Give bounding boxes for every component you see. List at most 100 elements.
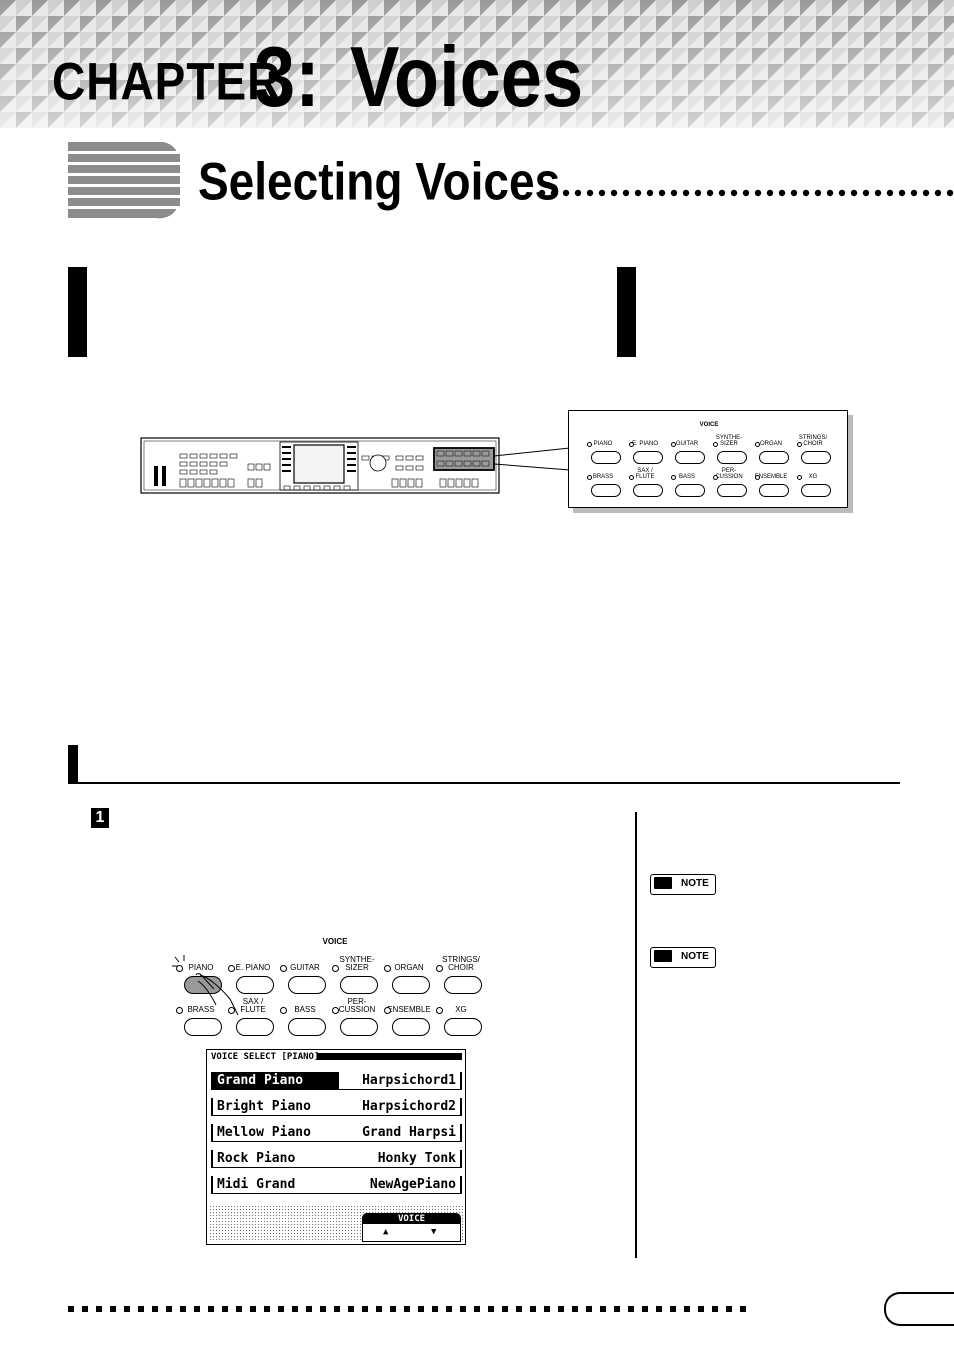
- voice-button[interactable]: [633, 484, 663, 497]
- footer-dotted-rule: [68, 1306, 746, 1312]
- voice-button-label: XG: [455, 1005, 467, 1014]
- lcd-voice-tab[interactable]: VOICE ▲ ▼: [362, 1213, 461, 1242]
- section-dotted-rule: [538, 189, 954, 197]
- lcd-voice-item[interactable]: Honky Tonk: [338, 1150, 462, 1168]
- voice-button[interactable]: [444, 1018, 482, 1036]
- voice-led-icon: [436, 965, 443, 972]
- voice-button-label: GUITAR: [290, 963, 320, 972]
- voice-button[interactable]: [633, 451, 663, 464]
- voice-led-icon: [671, 475, 676, 480]
- voice-led-icon: [384, 965, 391, 972]
- lcd-title-bar: [317, 1053, 462, 1060]
- voice-button-label: SYNTHE- SIZER: [715, 435, 743, 447]
- voice-button-label: PIANO: [188, 963, 214, 972]
- voice-led-icon: [797, 442, 802, 447]
- voice-led-icon: [228, 965, 235, 972]
- voice-led-icon: [436, 1007, 443, 1014]
- voice-button-label: SAX / FLUTE: [635, 468, 655, 480]
- voice-button-label: BASS: [294, 1005, 316, 1014]
- voice-button[interactable]: [184, 1018, 222, 1036]
- voice-button[interactable]: [236, 976, 274, 994]
- zoom-voice-heading: VOICE: [699, 422, 719, 428]
- voice-button[interactable]: [444, 976, 482, 994]
- voice-button[interactable]: [591, 484, 621, 497]
- lcd-voice-item[interactable]: Harpsichord2: [338, 1098, 462, 1116]
- voice-button-label: GUITAR: [675, 441, 699, 447]
- note-icon: [654, 950, 672, 962]
- lcd-voice-item[interactable]: Midi Grand: [211, 1176, 339, 1194]
- voice-button-label: ORGAN: [759, 441, 782, 447]
- chapter-number: 3:: [254, 29, 320, 125]
- voice-button[interactable]: [675, 484, 705, 497]
- voice-led-icon: [176, 965, 183, 972]
- voice-button[interactable]: [236, 1018, 274, 1036]
- note-icon: [654, 877, 672, 889]
- step-number-badge: 1: [91, 808, 109, 828]
- voice-button[interactable]: [675, 451, 705, 464]
- note-badge: NOTE: [650, 874, 716, 895]
- voice-led-icon: [176, 1007, 183, 1014]
- section-title: Selecting Voices: [198, 151, 561, 211]
- chapter-banner: [0, 0, 954, 128]
- banner-pattern: [0, 0, 954, 128]
- lcd-voice-item[interactable]: Mellow Piano: [211, 1124, 339, 1142]
- voice-button[interactable]: [340, 976, 378, 994]
- voice-button[interactable]: [717, 484, 747, 497]
- voice-led-icon: [587, 475, 592, 480]
- lcd-title: VOICE SELECT [PIANO]: [211, 1052, 320, 1062]
- voice-button[interactable]: [591, 451, 621, 464]
- lcd-voice-item[interactable]: Bright Piano: [211, 1098, 339, 1116]
- voice-led-icon: [332, 965, 339, 972]
- lcd-voice-item[interactable]: NewAgePiano: [338, 1176, 462, 1194]
- lcd-voice-item[interactable]: Harpsichord1: [338, 1072, 462, 1090]
- voice-button-label: ORGAN: [394, 963, 424, 972]
- note-badge: NOTE: [650, 947, 716, 968]
- section-stripe-icon: [68, 142, 180, 219]
- voice-button-label: PER- CUSSION: [338, 997, 376, 1014]
- voice-led-icon: [713, 442, 718, 447]
- chapter-label: CHAPTER: [52, 51, 282, 111]
- voice-button[interactable]: [801, 484, 831, 497]
- voice-button-label: BRASS: [187, 1005, 215, 1014]
- voice-button[interactable]: [392, 1018, 430, 1036]
- voice-led-icon: [587, 442, 592, 447]
- voice-led-icon: [629, 442, 634, 447]
- voice-led-icon: [384, 1007, 391, 1014]
- voice-led-icon: [332, 1007, 339, 1014]
- lcd-voice-item[interactable]: Rock Piano: [211, 1150, 339, 1168]
- voice-button[interactable]: [801, 451, 831, 464]
- voice-down-arrow-icon[interactable]: ▼: [431, 1227, 437, 1237]
- pressing-hand-icon: [172, 955, 239, 1016]
- voice-button[interactable]: [717, 451, 747, 464]
- voice-button-label: E. PIANO: [235, 963, 271, 972]
- chapter-title: Voices: [350, 29, 584, 125]
- voice-button-label: PIANO: [593, 441, 613, 447]
- voice-button[interactable]: [392, 976, 430, 994]
- voice-button-label: STRINGS/ CHOIR: [442, 955, 480, 972]
- voice-button[interactable]: [288, 976, 326, 994]
- voice-section-heading: VOICE: [322, 937, 348, 946]
- voice-button-illustration: VOICE PIANO E. PIANO GUITAR SYNTHE- SIZER OR…: [160, 930, 500, 1040]
- voice-button-label: SYNTHE- SIZER: [339, 955, 375, 972]
- voice-button[interactable]: [759, 451, 789, 464]
- lcd-voice-tab-label: VOICE: [363, 1214, 460, 1224]
- voice-button[interactable]: [340, 1018, 378, 1036]
- voice-button-label: SAX / FLUTE: [240, 997, 266, 1014]
- left-column-marker: [68, 267, 87, 357]
- lcd-voice-item[interactable]: Grand Piano: [211, 1072, 339, 1090]
- procedure-heading-rule: [68, 782, 900, 784]
- voice-button-label: BRASS: [592, 474, 614, 480]
- voice-up-arrow-icon[interactable]: ▲: [383, 1227, 389, 1237]
- voice-button[interactable]: [288, 1018, 326, 1036]
- voice-button-label: STRINGS/ CHOIR: [798, 435, 828, 447]
- lcd-voice-item[interactable]: Grand Harpsi: [338, 1124, 462, 1142]
- sidebar-divider: [635, 812, 637, 1258]
- note-label: NOTE: [681, 878, 709, 889]
- voice-button-label: PER- CUSSION: [715, 468, 743, 480]
- voice-button-label: ENSEMBLE: [754, 474, 788, 480]
- note-label: NOTE: [681, 951, 709, 962]
- voice-button[interactable]: [759, 484, 789, 497]
- right-column-marker: [617, 267, 636, 357]
- voice-led-icon: [671, 442, 676, 447]
